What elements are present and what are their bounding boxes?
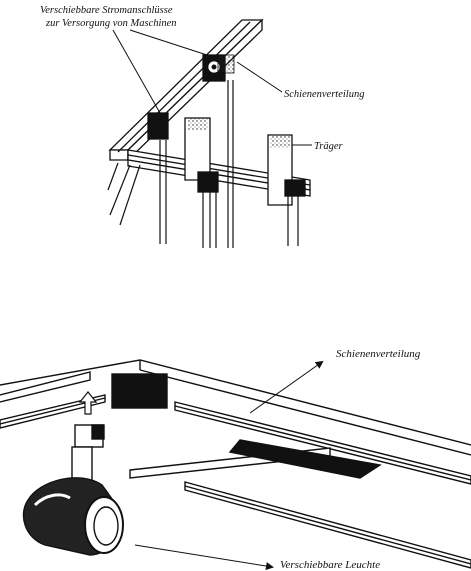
top-box-3 (197, 171, 219, 193)
top-cross-rail (127, 149, 311, 197)
top-busway-label-text: Schienenverteilung (284, 89, 364, 100)
top-beam-label-text: Träger (314, 141, 344, 152)
bottom-luminaire-label-text: Verschiebbare Leuchte (280, 559, 380, 571)
luminaire (22, 424, 124, 556)
sockets-label-line2: zur Versorgung von Maschinen (45, 18, 177, 29)
top-beam-label: Träger (292, 141, 344, 152)
bottom-busway-label-text: Schienenverteilung (336, 348, 421, 360)
bottom-busway-label: Schienenverteilung (249, 348, 421, 414)
ceiling-slab (0, 359, 471, 456)
top-box-1 (147, 112, 169, 140)
top-distribution-boxes (147, 54, 306, 197)
top-busway-label: Schienenverteilung (236, 61, 364, 100)
top-figure: Verschiebbare Stromanschlüsse zur Versor… (40, 5, 364, 248)
top-sockets-label: Verschiebbare Stromanschlüsse zur Versor… (40, 5, 211, 114)
top-beam-1 (184, 117, 293, 206)
bottom-junction-box (111, 373, 168, 409)
bottom-cross-junction (228, 439, 382, 479)
bottom-luminaire-label: Verschiebbare Leuchte (134, 544, 380, 571)
bottom-rails (0, 394, 471, 569)
bottom-figure: Schienenverteilung Verschiebbare Leuchte (0, 348, 471, 571)
insert-arrow (78, 391, 98, 415)
top-hanging-cables (107, 80, 299, 248)
top-box-4 (284, 179, 306, 197)
sockets-label-line1: Verschiebbare Stromanschlüsse (40, 5, 173, 16)
